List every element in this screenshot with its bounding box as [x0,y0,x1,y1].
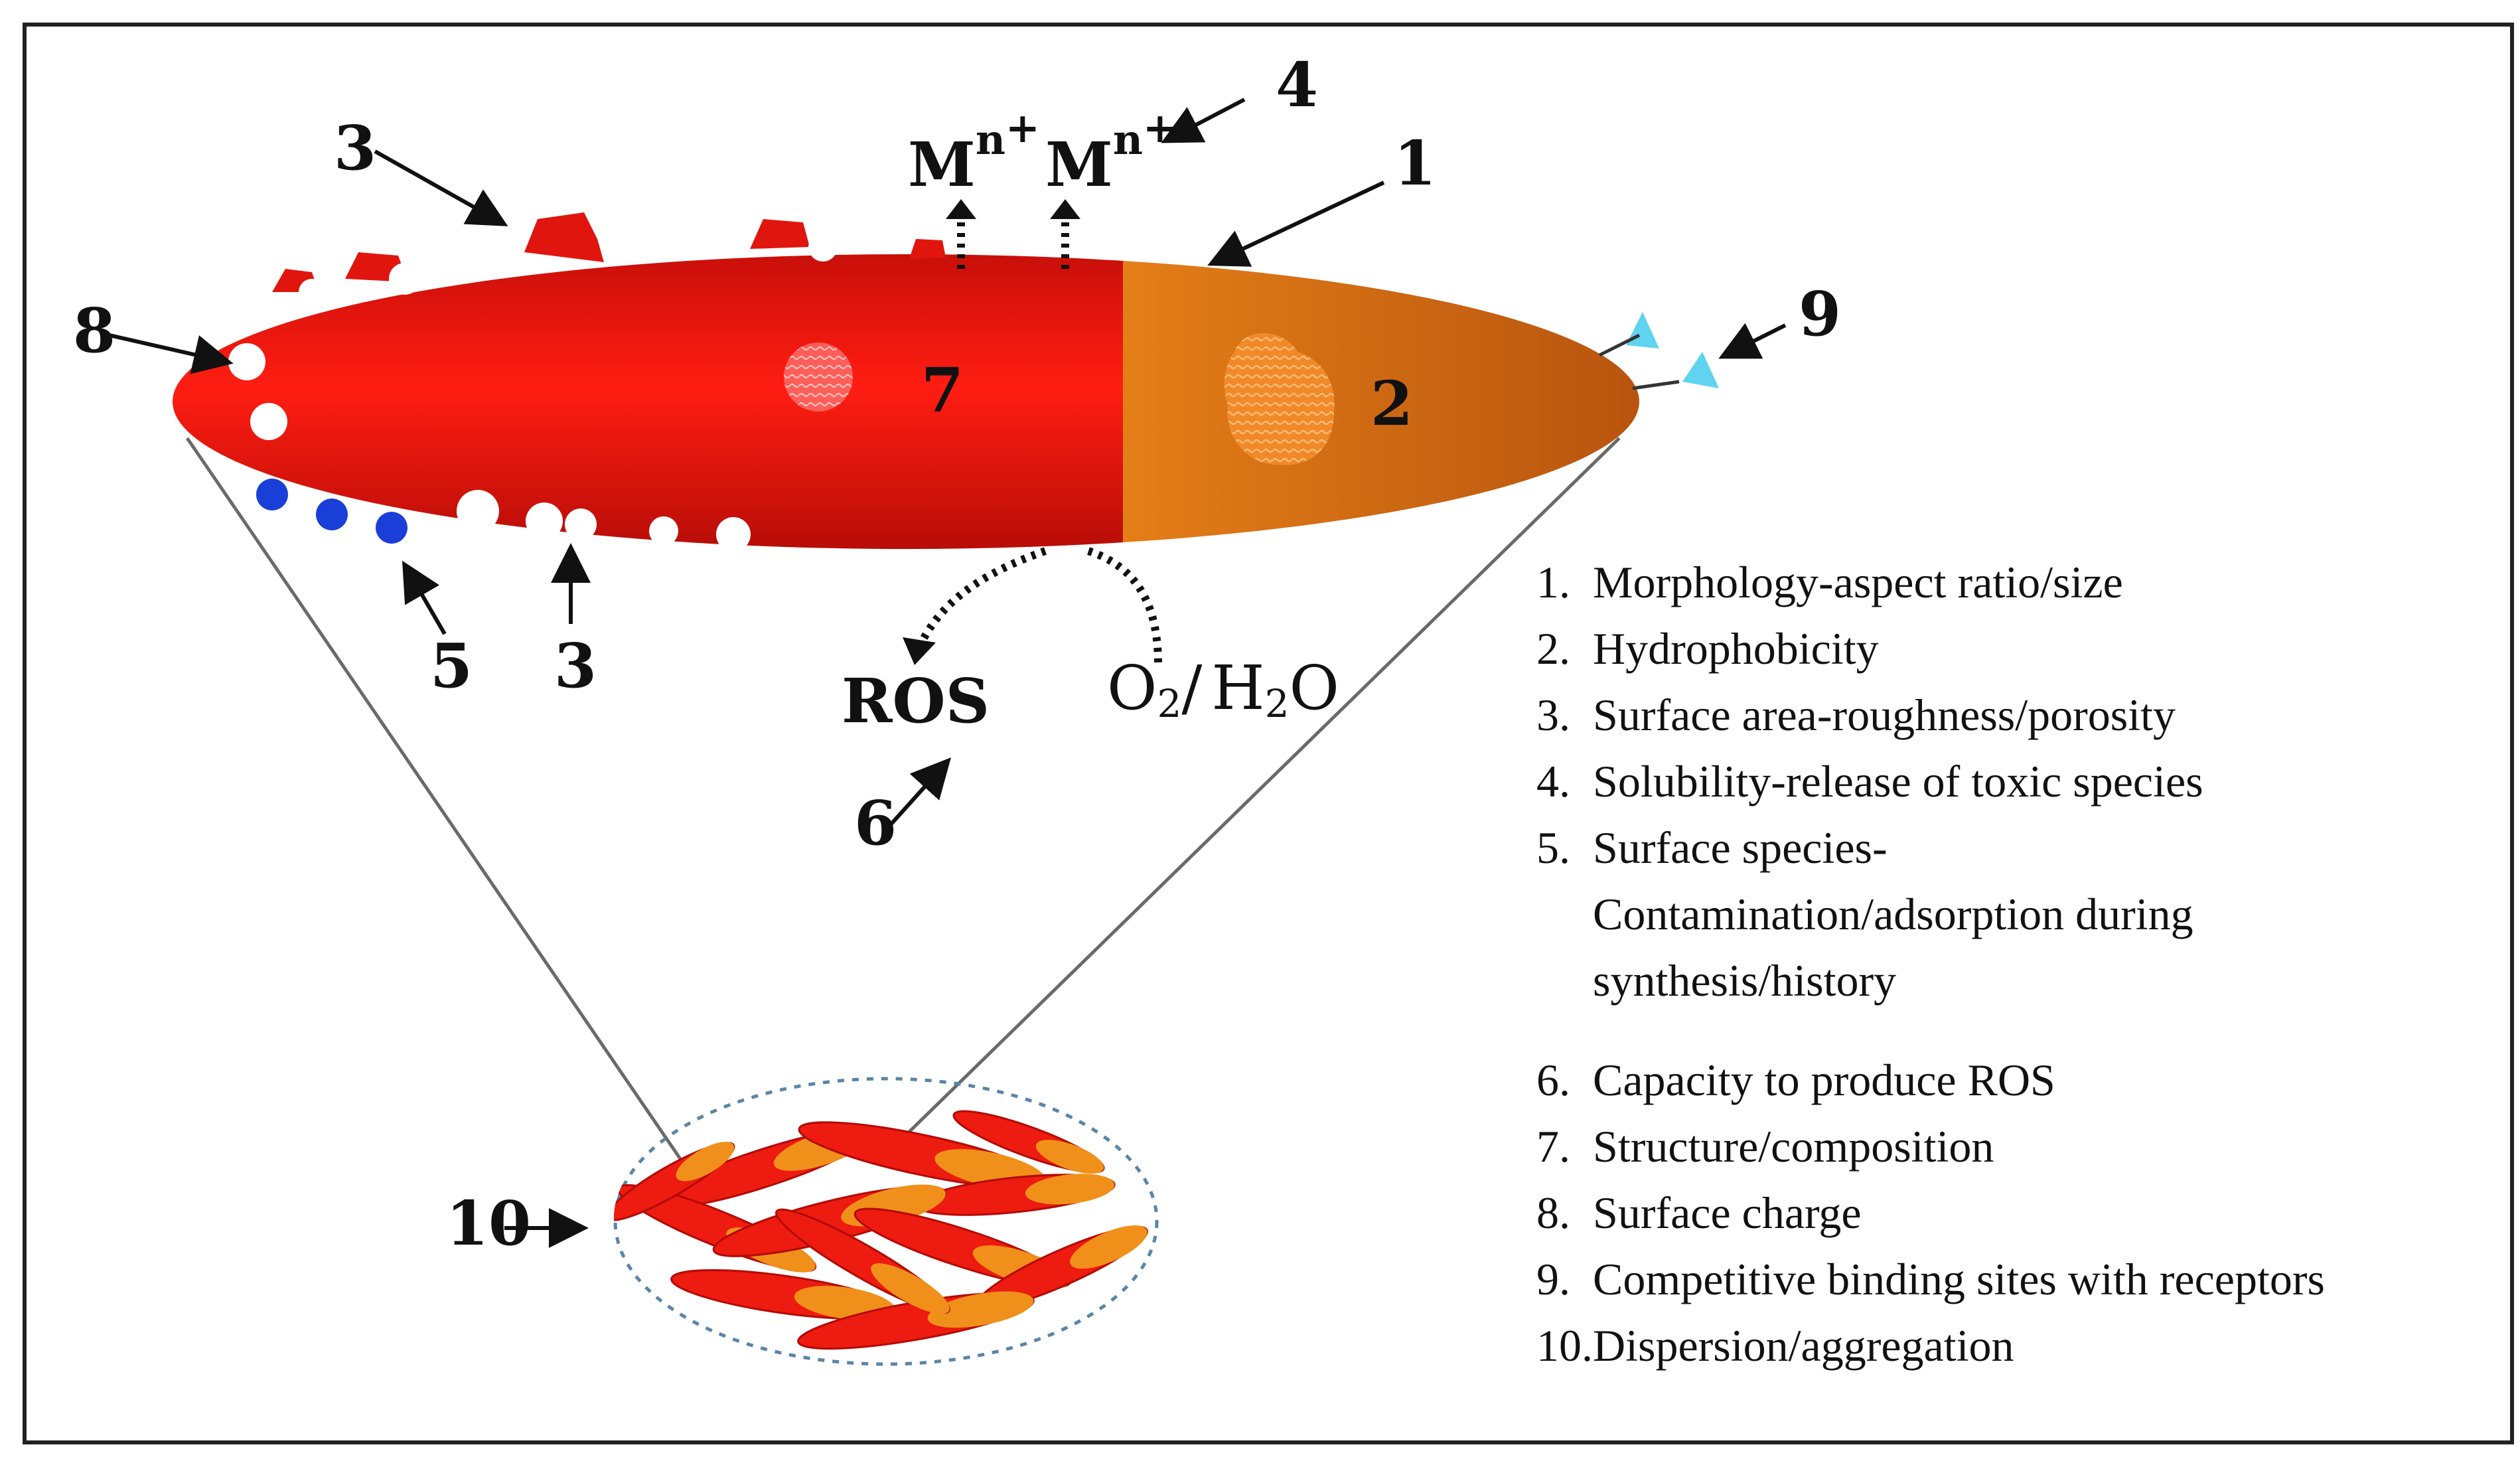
ros-production-arc [915,547,1047,649]
binding-sites [1626,312,1719,388]
cluster-particle [775,1208,950,1314]
legend-item-text: Capacity to produce ROS [1593,1055,2055,1105]
callout-1: 1 [1394,127,1436,199]
surface-pores [228,228,838,552]
cluster-particle [614,1142,735,1221]
callout-9: 9 [1799,278,1841,350]
hydrophobic-spot [1224,333,1335,465]
legend-number: 10. [1536,1320,1593,1371]
legend-number: 5. [1536,822,1570,873]
callout-8: 8 [73,295,115,366]
particle-cluster [613,1077,1159,1366]
zoom-line-right [908,437,1621,1133]
legend-number: 8. [1536,1188,1570,1238]
legend-item-text: synthesis/history [1593,955,1896,1006]
metal-ion-label-2: Mn+ [1045,104,1177,200]
property-legend: 1. Morphology-aspect ratio/size 2. Hydropho… [1536,557,2325,1371]
callout-3-top: 3 [334,112,376,184]
legend-item-text: Structure/composition [1593,1121,1994,1172]
surface-charge-dots [256,479,408,544]
legend-item-text: Surface area-roughness/porosity [1593,690,2176,740]
oxygen-water-arc [1087,547,1162,664]
callout-2: 2 [1371,368,1413,439]
legend-item-text: Hydrophobicity [1593,623,1879,674]
particle-orange-tip [1123,261,1639,542]
legend-item-text: Contamination/adsorption during [1593,889,2193,939]
ros-label: ROS [842,665,990,737]
callout-4: 4 [1276,49,1318,121]
cluster-particle [915,1174,1116,1216]
legend-item-text: Solubility-release of toxic species [1593,756,2203,807]
legend-item-text: Morphology-aspect ratio/size [1593,557,2123,607]
oxygen-water-label: O2/H2O [1107,653,1339,726]
callout-7: 7 [921,354,964,426]
cluster-particle [952,1110,1105,1174]
particle-red-core [173,254,1123,549]
legend-item-text: Competitive binding sites with receptors [1593,1254,2325,1304]
metal-ion-label-1: Mn+ [908,104,1040,200]
legend-number: 1. [1536,557,1570,607]
cluster-boundary [613,1077,1159,1366]
legend-number: 4. [1536,756,1570,807]
callout-6: 6 [854,787,897,859]
callout-5: 5 [430,630,473,702]
callout-arrows [109,98,1787,1248]
surface-roughness-top [272,212,946,292]
legend-number: 3. [1536,690,1570,740]
nanoparticle [173,212,1719,552]
callout-3-bottom: 3 [554,630,597,702]
legend-item-text: Surface species- [1593,822,1888,873]
zoom-line-left [185,437,696,1180]
legend-number: 6. [1536,1055,1570,1105]
legend-number: 2. [1536,623,1570,674]
legend-item-text: Dispersion/aggregation [1593,1320,2014,1371]
legend-number: 7. [1536,1121,1570,1172]
callout-10: 10 [446,1188,531,1259]
legend-item-text: Surface charge [1593,1188,1862,1238]
figure-frame [23,23,2514,1444]
legend-number: 9. [1536,1254,1570,1304]
